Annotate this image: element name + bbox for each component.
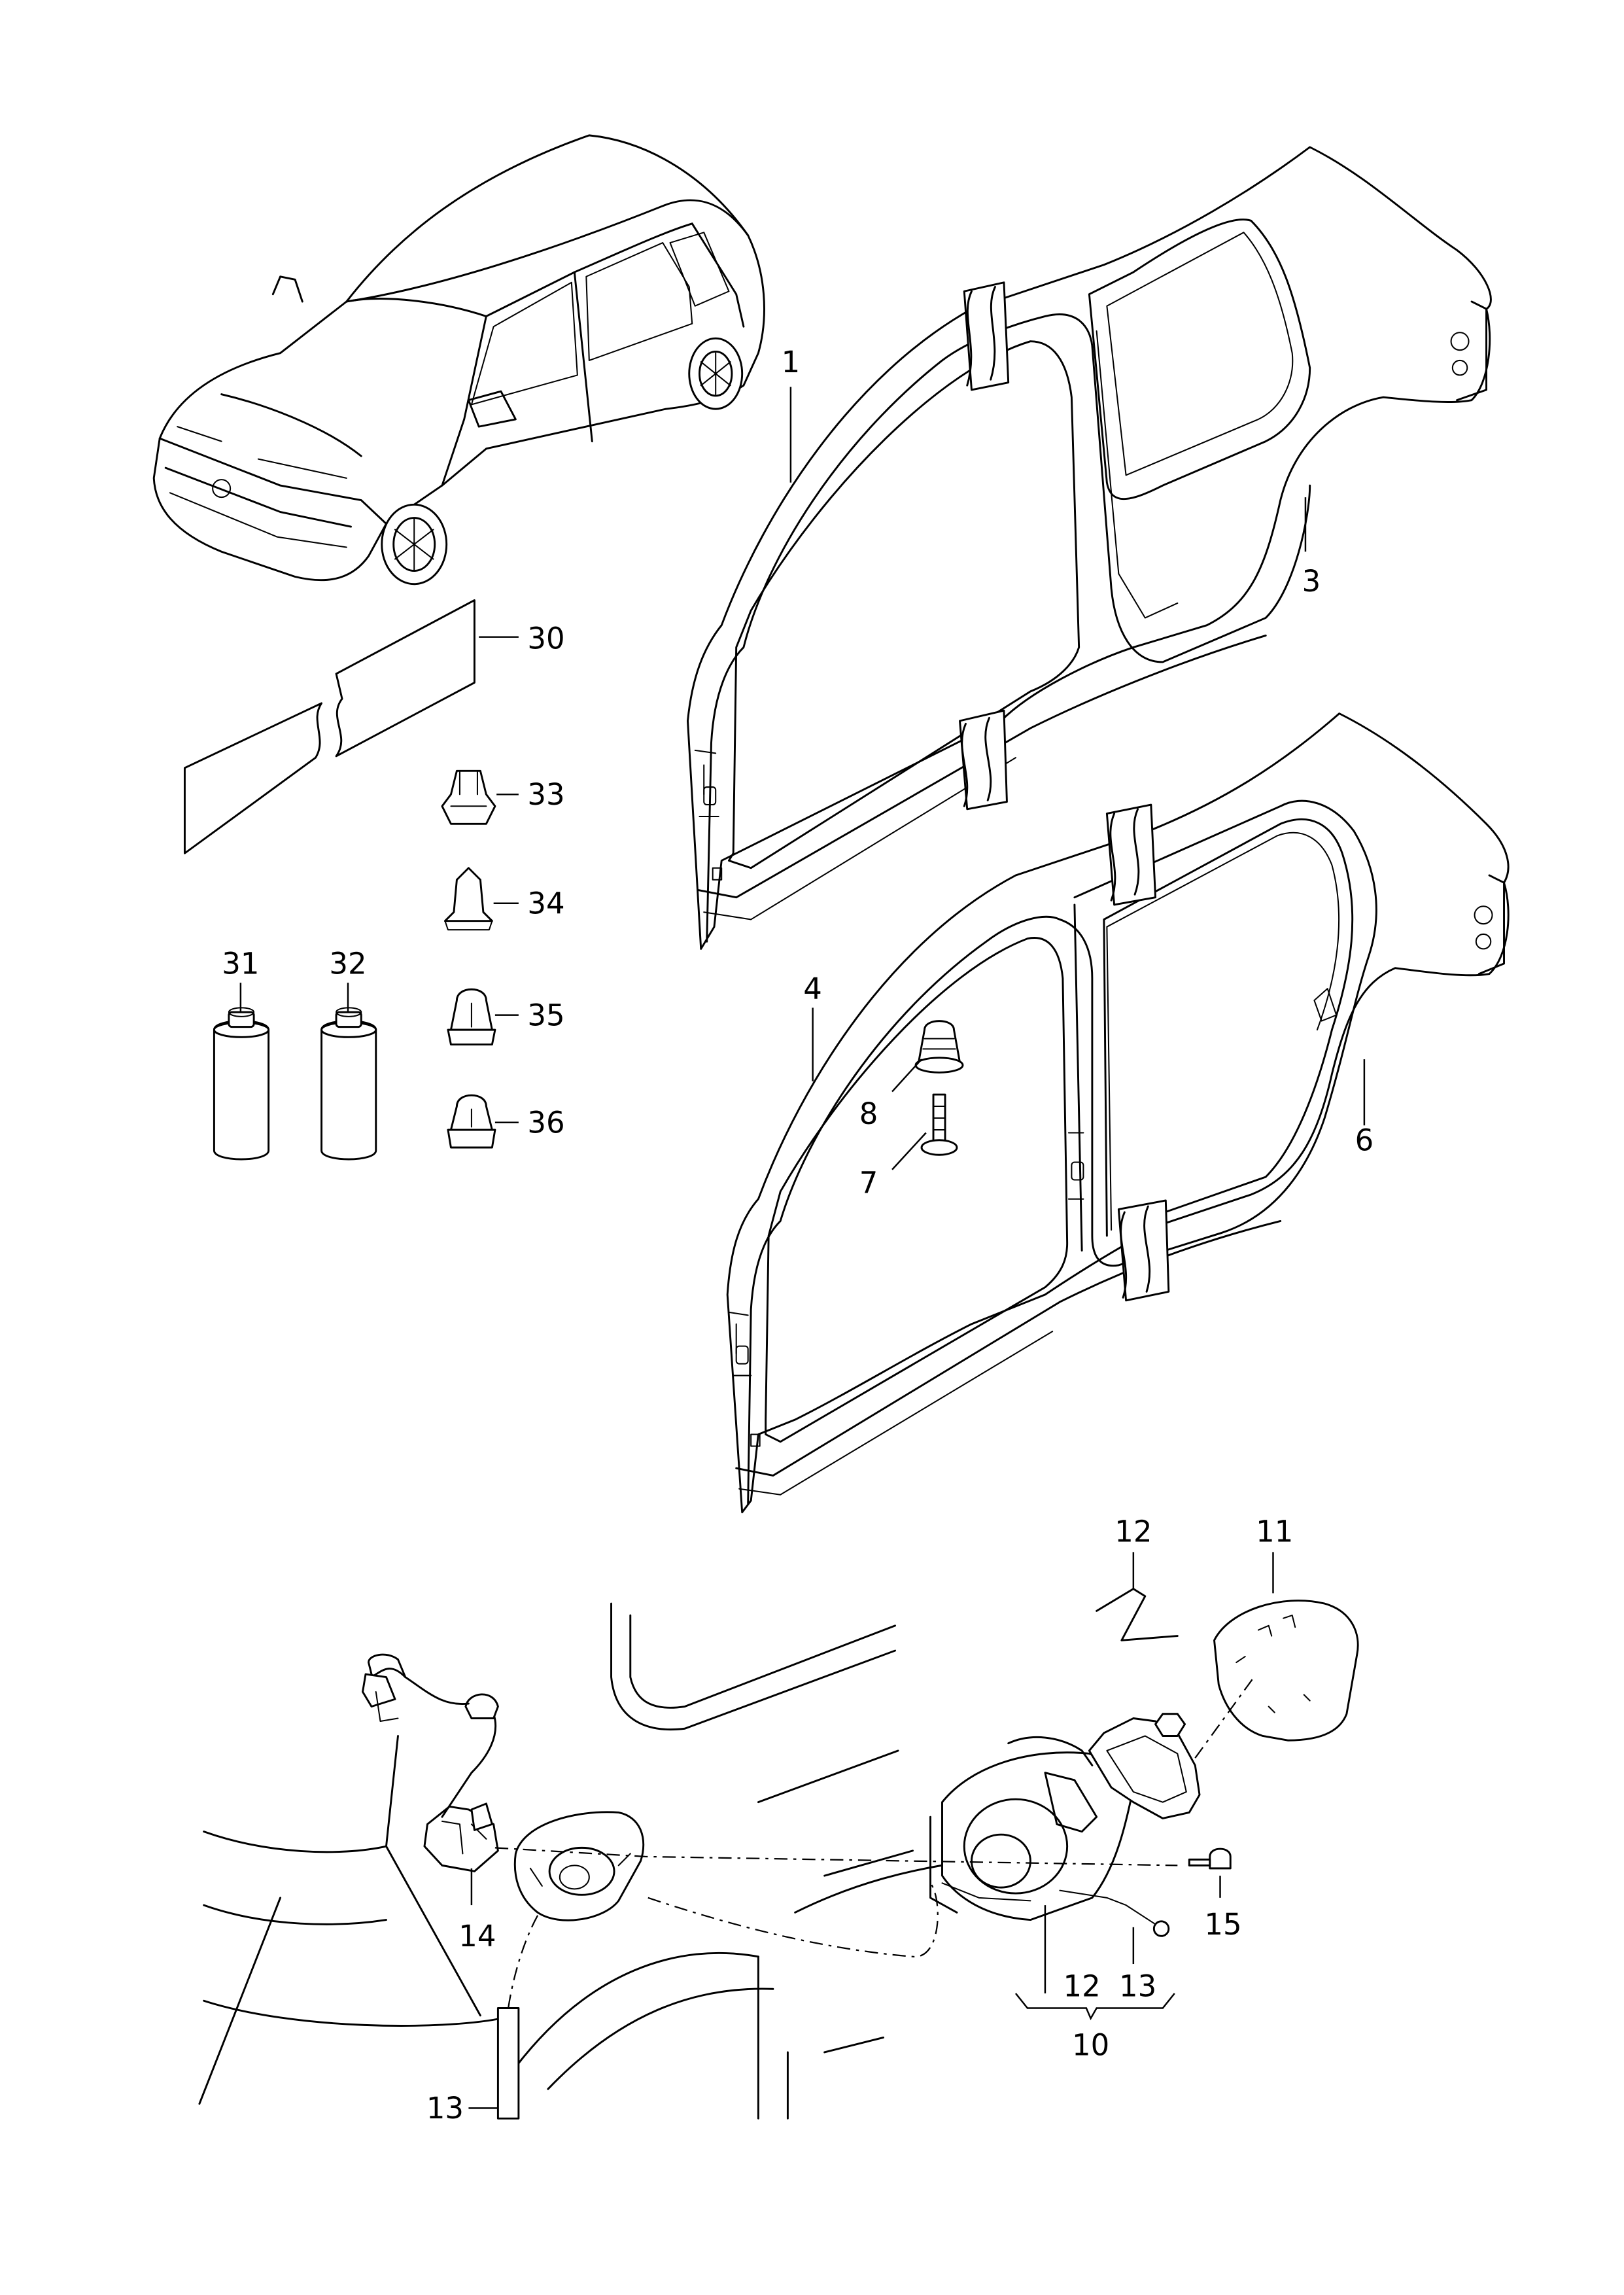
side-panel-lower (726, 712, 1510, 1514)
callout-13-hose: 13 (426, 2091, 464, 2126)
fuel-door-housing (513, 1811, 645, 1921)
callout-7: 7 (859, 1166, 878, 1200)
adhesive-strip-30 (183, 599, 475, 854)
callouts: 1 3 4 6 7 8 10 11 12 12 13 13 14 15 30 3… (222, 345, 1373, 2126)
callout-30: 30 (527, 622, 564, 656)
callout-14: 14 (458, 1919, 496, 1953)
spring-12 (1096, 1588, 1179, 1641)
clip-34 (443, 867, 493, 931)
callout-3: 3 (1302, 564, 1321, 599)
fuel-flap-11 (1213, 1600, 1359, 1742)
bolt-7 (920, 1093, 958, 1156)
assembly-line-drain (508, 1915, 539, 2008)
callout-6: 6 (1355, 1123, 1374, 1157)
callout-32: 32 (329, 947, 366, 981)
actuator-14 (362, 1653, 499, 1872)
screw-15 (1188, 1848, 1232, 1870)
body-outline-lower (198, 1602, 973, 2120)
callout-1: 1 (782, 345, 801, 379)
callout-11: 11 (1256, 1515, 1293, 1549)
callout-4: 4 (803, 972, 822, 1006)
callout-13-set: 13 (1119, 1969, 1156, 2004)
callout-34: 34 (527, 886, 564, 920)
callout-12-set: 12 (1063, 1969, 1101, 2004)
callout-31: 31 (222, 947, 259, 981)
can-31 (213, 1007, 270, 1161)
leader-lines (239, 387, 1366, 2109)
nut-36 (447, 1094, 496, 1149)
callout-8: 8 (859, 1096, 878, 1131)
can-32 (320, 1007, 377, 1161)
callout-15: 15 (1204, 1907, 1241, 1942)
fuel-filler-recess-10 (929, 1713, 1201, 1937)
car-overview-illustration (152, 134, 765, 586)
drain-hose-13 (496, 2007, 520, 2120)
callout-36: 36 (527, 1106, 564, 1140)
assembly-line-hose (648, 1882, 939, 1957)
callout-33: 33 (527, 777, 564, 812)
callout-10: 10 (1072, 2027, 1109, 2062)
assembly-line-horizontal (494, 1847, 1178, 1866)
nut-35 (447, 988, 496, 1046)
expansion-nut-8 (914, 1020, 964, 1074)
side-panel-upper (687, 146, 1492, 950)
clip-33 (441, 769, 496, 825)
callout-35: 35 (527, 998, 564, 1032)
callout-12-spring: 12 (1114, 1515, 1152, 1549)
